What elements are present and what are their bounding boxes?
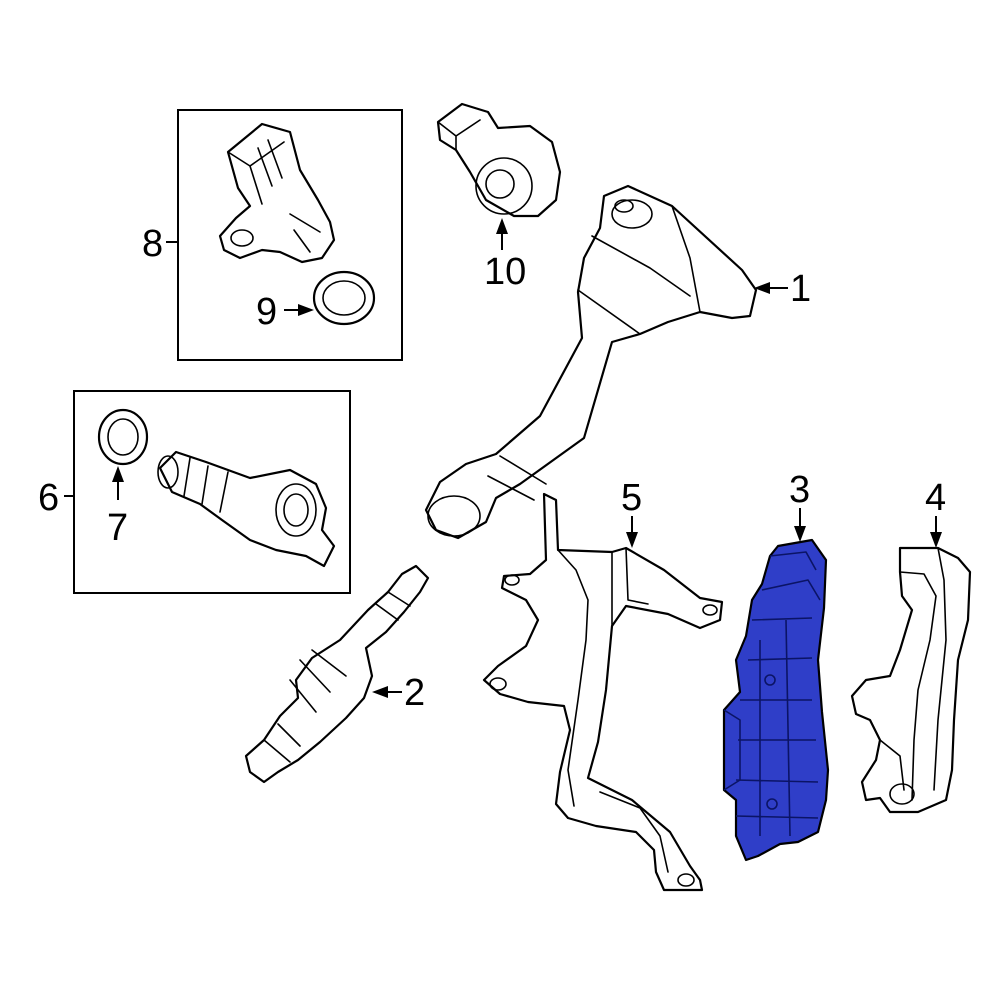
- module-cover[interactable]: [850, 546, 972, 814]
- callout-9: 9: [256, 291, 277, 333]
- arrow-10: [496, 218, 508, 234]
- knock-sensor[interactable]: [436, 102, 562, 218]
- callout-7: 7: [107, 507, 128, 549]
- spark-plug[interactable]: [244, 564, 430, 784]
- arrow-7: [112, 466, 124, 482]
- mounting-bracket[interactable]: [482, 492, 724, 892]
- arrow-5: [626, 532, 638, 548]
- callout-1: 1: [790, 268, 811, 310]
- group-box-8: [177, 109, 403, 361]
- callout-8: 8: [142, 223, 163, 265]
- callout-10: 10: [484, 251, 526, 293]
- camshaft-position-sensor[interactable]: [218, 122, 336, 264]
- callout-2: 2: [404, 672, 425, 714]
- ignition-coil[interactable]: [424, 184, 758, 540]
- arrow-9: [298, 304, 314, 316]
- group-box-6: [73, 390, 351, 594]
- callout-5: 5: [621, 477, 642, 519]
- sensor-seal-o-ring[interactable]: [312, 270, 376, 326]
- callout-6: 6: [38, 477, 59, 519]
- arrow-3: [794, 526, 806, 542]
- engine-control-module[interactable]: [722, 538, 830, 862]
- arrow-2: [372, 686, 388, 698]
- arrow-4: [930, 532, 942, 548]
- arrow-1: [754, 282, 770, 294]
- callout-3: 3: [789, 469, 810, 511]
- position-sensor-6[interactable]: [157, 450, 336, 568]
- callout-4: 4: [925, 477, 946, 519]
- seal-ring-7[interactable]: [97, 408, 149, 466]
